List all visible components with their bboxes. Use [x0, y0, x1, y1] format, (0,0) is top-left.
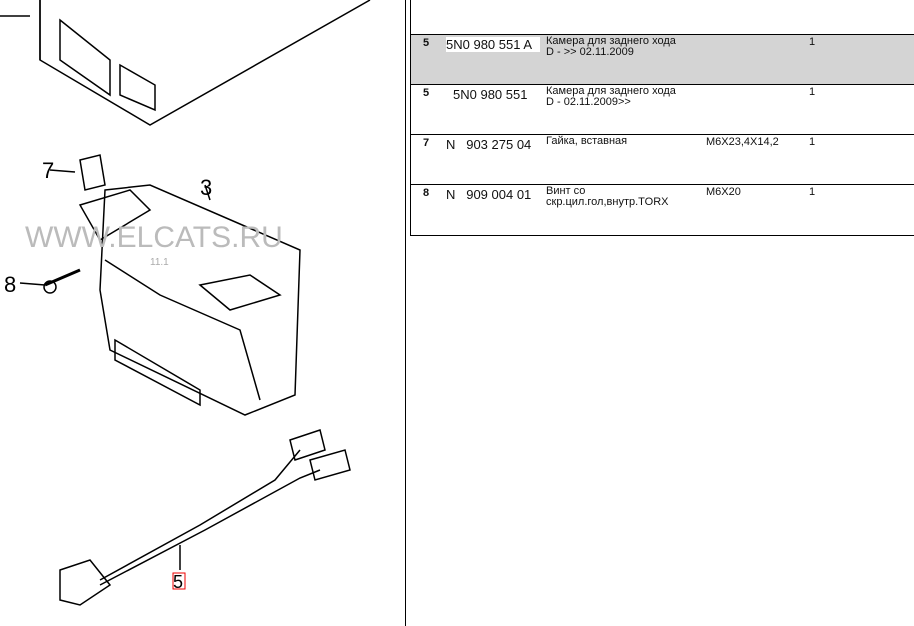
panel-divider	[405, 0, 406, 626]
table-row[interactable]: 8 N 909 004 01 Винт со скр.цил.гол,внутр…	[411, 184, 914, 235]
parts-table: 5 5N0 980 551 A Камера для заднего хода …	[410, 0, 914, 236]
position: 5	[423, 37, 430, 49]
callout-7[interactable]: 7	[42, 158, 54, 183]
note: M6X20	[706, 186, 741, 198]
table-row[interactable]: 7 N 903 275 04 Гайка, вставная M6X23,4X1…	[411, 134, 914, 185]
part-number[interactable]: N 909 004 01	[446, 187, 532, 202]
position: 7	[423, 137, 430, 149]
callout-5-highlight	[172, 572, 186, 590]
camera-cable	[99, 449, 321, 586]
quantity: 1	[809, 136, 816, 148]
control-unit-outline	[39, 0, 371, 126]
part-number[interactable]: N 903 275 04	[446, 137, 532, 152]
note: M6X23,4X14,2	[706, 136, 779, 148]
description: Гайка, вставная	[546, 135, 628, 147]
watermark: WWW.ELCATS.RU	[25, 221, 283, 254]
table-row[interactable]: 5 5N0 980 551 Камера для заднего хода D …	[411, 84, 914, 135]
stamp: 11.1	[150, 257, 169, 268]
callout-5[interactable]: 5	[173, 572, 183, 592]
callout-8[interactable]: 8	[4, 272, 16, 297]
parts-diagram: 7 3 8 5 WWW.ELCATS.RU 11.1	[0, 0, 371, 606]
position: 8	[423, 187, 430, 199]
quantity: 1	[809, 36, 816, 48]
bracket-outline	[99, 184, 301, 416]
description: Винт со скр.цил.гол,внутр.TORX	[546, 185, 669, 208]
part-number[interactable]: 5N0 980 551	[453, 87, 528, 102]
camera-outline	[59, 559, 112, 606]
description: Камера для заднего хода D - >> 02.11.200…	[546, 35, 676, 58]
quantity: 1	[809, 86, 816, 98]
description: Камера для заднего хода D - 02.11.2009>>	[546, 85, 676, 108]
part-number[interactable]: 5N0 980 551 A	[446, 37, 540, 52]
table-row[interactable]: 5 5N0 980 551 A Камера для заднего хода …	[411, 34, 914, 85]
callout-3[interactable]: 3	[200, 175, 212, 200]
quantity: 1	[809, 186, 816, 198]
position: 5	[423, 87, 430, 99]
